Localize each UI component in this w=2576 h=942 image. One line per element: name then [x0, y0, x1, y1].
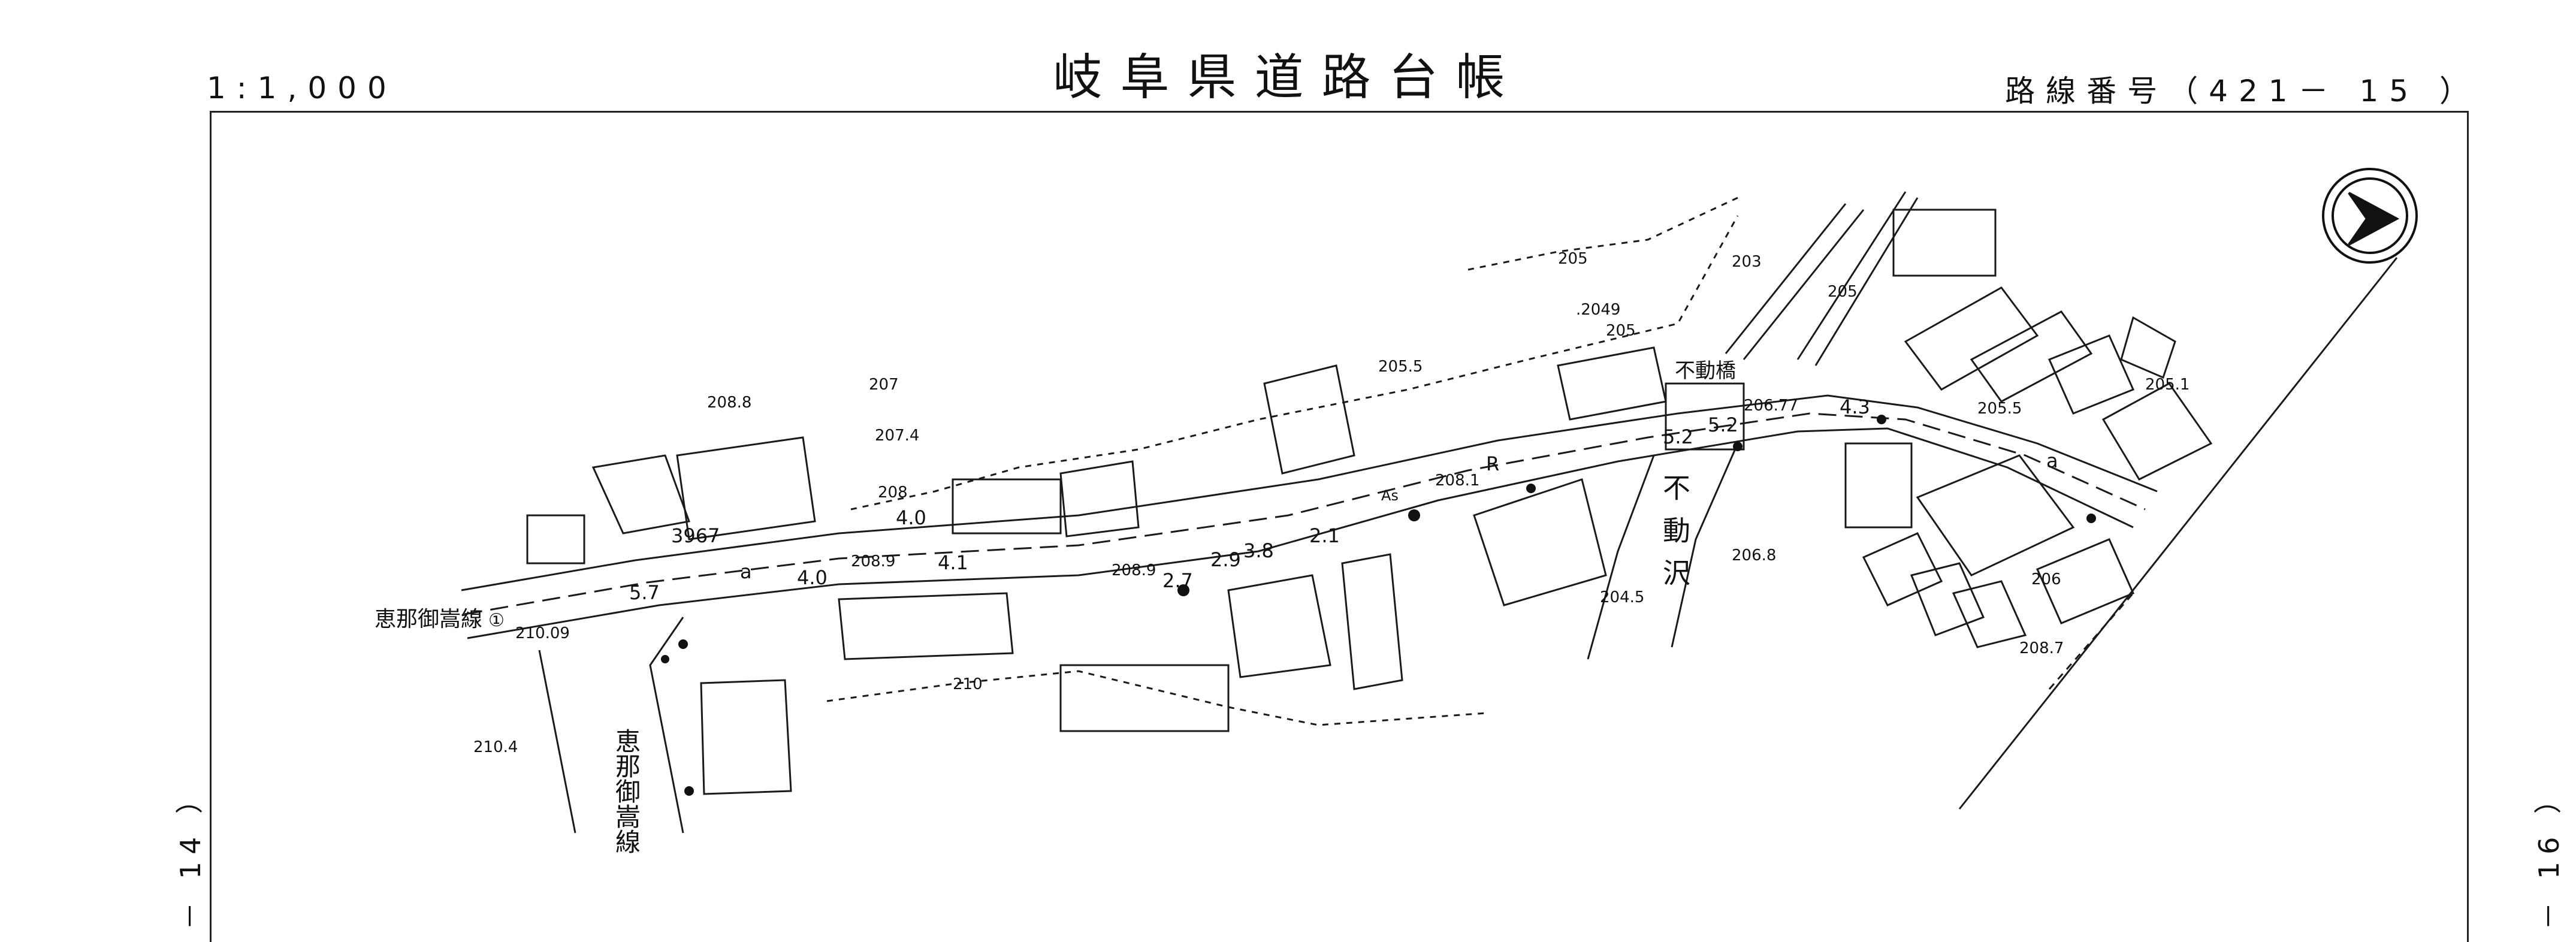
road-name-vertical: 恵那御嵩線 — [612, 728, 641, 854]
building — [700, 679, 792, 795]
building — [1916, 454, 2075, 576]
building — [2101, 382, 2213, 481]
elevation-label: 205.5 — [1977, 400, 2022, 418]
building — [2120, 316, 2176, 379]
building — [526, 514, 585, 564]
north-arrow-icon — [2322, 168, 2418, 264]
building — [1341, 553, 1403, 690]
elevation-label: 206.8 — [1732, 547, 1776, 564]
building — [2047, 334, 2135, 415]
river-bank-east — [1671, 443, 1739, 648]
elevation-label: 205 — [1606, 322, 1636, 340]
lane-label: R — [1486, 452, 1499, 475]
terrain-line — [2048, 593, 2134, 690]
elevation-label: 205.1 — [2145, 376, 2190, 394]
elevation-label: 205 — [1558, 250, 1588, 268]
elevation-label: 208.9 — [851, 552, 895, 570]
building — [1557, 346, 1667, 421]
building — [1970, 310, 2093, 403]
map-scale: 1:1,000 — [207, 71, 397, 105]
river-name: 不動沢 — [1659, 473, 1691, 601]
rail-line — [1743, 209, 1865, 360]
terrain-line — [850, 215, 1739, 511]
elevation-label: 210.4 — [473, 738, 518, 756]
building — [591, 454, 691, 535]
lane-label: a — [2046, 449, 2058, 472]
distance-label: 3967 — [671, 524, 720, 547]
width-label: 3.8 — [1243, 539, 1274, 562]
elevation-label: 207.4 — [875, 427, 919, 445]
width-label: 2.7 — [1162, 569, 1193, 592]
elevation-label: 205.5 — [1378, 358, 1423, 376]
building — [1844, 442, 1913, 529]
sheet-boundary — [1958, 257, 2398, 810]
building — [2036, 538, 2134, 624]
elevation-label: 210 — [953, 675, 983, 693]
bridge — [1665, 382, 1745, 451]
terrain-line — [1467, 197, 1738, 271]
building — [1910, 562, 1985, 636]
river-bank-west — [1587, 455, 1655, 660]
building — [1473, 478, 1607, 606]
elevation-label: .2049 — [1576, 301, 1620, 319]
road-name-label: 恵那御嵩線 — [375, 607, 482, 632]
elevation-label: 208.7 — [2019, 639, 2064, 657]
width-label: 2.9 — [1210, 548, 1241, 571]
elevation-label: 204.5 — [1600, 588, 1644, 606]
rail-line — [1725, 203, 1847, 354]
building — [1862, 532, 1943, 606]
road-route-mark: ① — [488, 610, 505, 631]
elevation-label: 208.1 — [1435, 472, 1479, 490]
building — [952, 478, 1062, 535]
elevation-label: 208.9 — [1112, 561, 1156, 579]
bridge-name: 不動橋 — [1675, 359, 1736, 383]
building — [1952, 580, 2027, 648]
width-label: 4.0 — [896, 506, 926, 529]
building — [1263, 364, 1355, 475]
width-label: 4.0 — [797, 566, 828, 589]
terrain-line — [826, 670, 1487, 726]
elevation-label: 208 — [878, 484, 908, 502]
width-label: 4.1 — [938, 551, 968, 574]
width-label: 5.2 — [1663, 425, 1693, 448]
elevation-label: 208.8 — [707, 394, 751, 412]
lane-label: a — [740, 560, 752, 583]
elevation-label: 207 — [869, 376, 899, 394]
surface-label: As — [1381, 487, 1399, 504]
width-label: 5.2 — [1708, 413, 1738, 436]
map-frame — [210, 111, 2469, 942]
elevation-label: 203 — [1732, 253, 1762, 271]
rail-line — [1796, 191, 1907, 360]
road-edge-south — [467, 427, 2134, 639]
width-label: 5.7 — [629, 581, 660, 604]
building — [1227, 574, 1331, 678]
elevation-label: 206 — [2031, 570, 2061, 588]
road-edge-north — [461, 394, 2158, 591]
building — [1904, 286, 2039, 391]
side-road-edge-b — [649, 617, 684, 834]
side-road-edge-a — [538, 650, 576, 834]
page-title: 岐阜県道路台帳 — [1053, 49, 1523, 106]
width-label: 2.1 — [1309, 524, 1340, 547]
elevation-label: 205 — [1828, 283, 1858, 301]
rail-line — [1814, 197, 1919, 366]
building — [1892, 209, 1997, 277]
elevation-label: 206.77 — [1744, 397, 1798, 415]
width-label: 4.3 — [1840, 395, 1870, 418]
building — [1059, 664, 1230, 732]
building — [838, 592, 1014, 660]
building — [676, 436, 816, 541]
road-centerline — [464, 412, 2146, 615]
route-number: 路線番号（421－ 15 ） — [2005, 74, 2480, 108]
elevation-label: 210.09 — [515, 624, 570, 642]
building — [1059, 460, 1140, 538]
